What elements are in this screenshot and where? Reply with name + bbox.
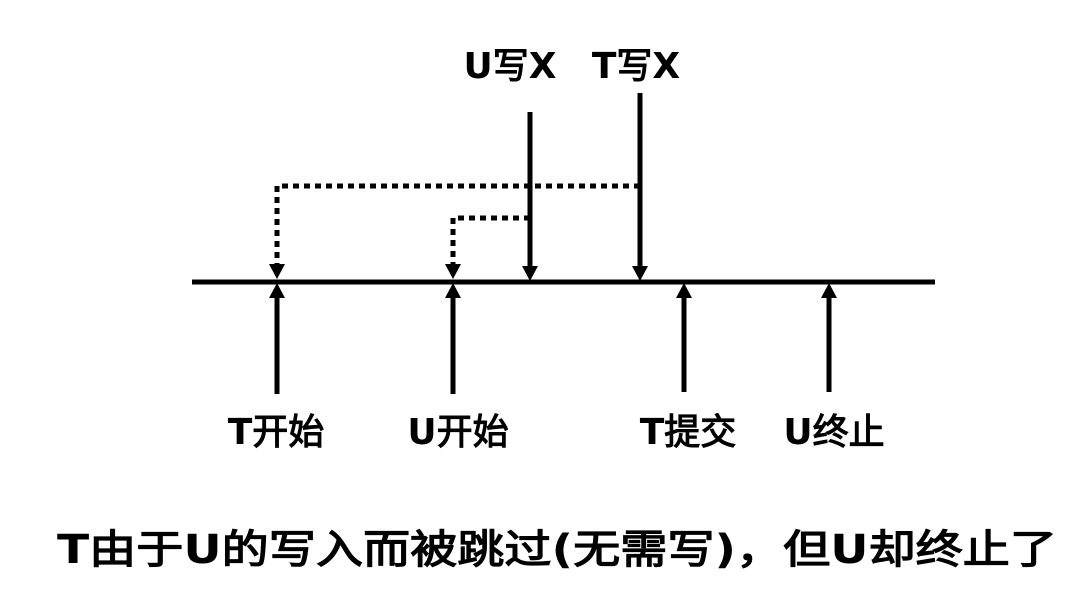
t-start-arrowhead	[269, 283, 285, 298]
t-start-label: T开始	[228, 412, 325, 453]
u-write-dotted-link	[450, 215, 530, 264]
diagram-caption: T由于U的写入而被跳过(无需写)，但U却终止了	[57, 527, 1057, 573]
t-write-x-arrowhead	[632, 266, 648, 281]
u-start-arrowhead	[445, 283, 461, 298]
t-commit-arrowhead	[676, 283, 692, 298]
t-commit-label: T提交	[640, 411, 737, 453]
t-write-x-label: T写X	[592, 46, 681, 87]
u-abort-arrowhead	[821, 283, 837, 298]
u-start-label: U开始	[407, 412, 508, 453]
u-abort-label: U终止	[783, 412, 884, 453]
t-start-dotted-arrowhead	[269, 264, 285, 279]
t-write-dotted-link	[274, 183, 640, 264]
u-write-x-label: U写X	[464, 46, 557, 87]
u-start-dotted-arrowhead	[445, 264, 461, 279]
u-write-x-arrowhead	[522, 266, 538, 281]
